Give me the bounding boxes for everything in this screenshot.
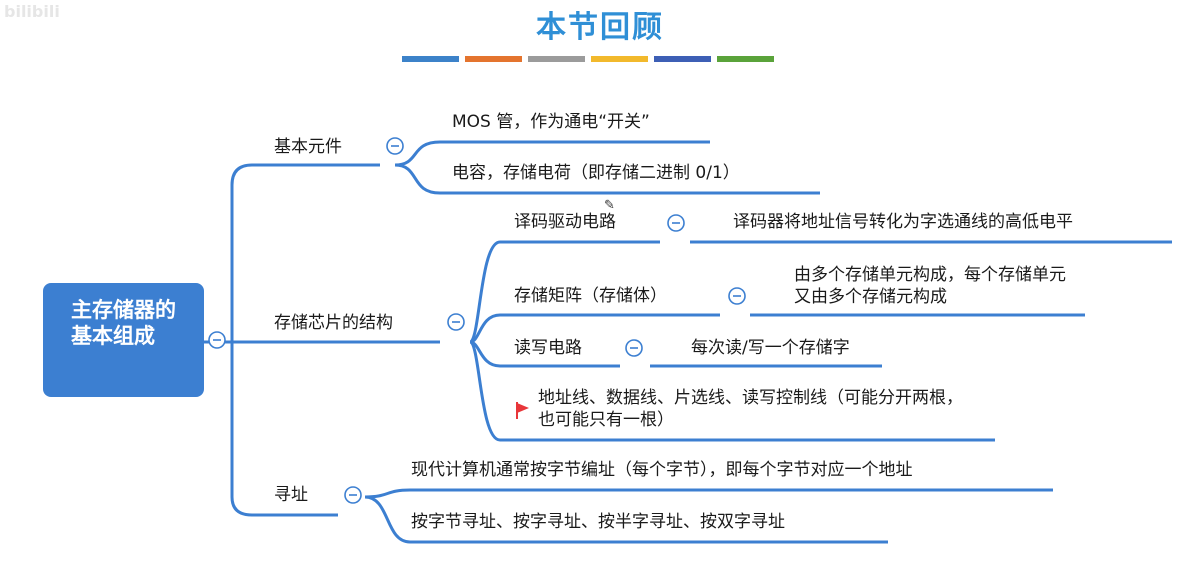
page-title: 本节回顾 bbox=[536, 10, 664, 45]
matrix-detail[interactable]: 由多个存储单元构成，每个存储单元又由多个存储元构成 bbox=[794, 265, 1066, 307]
connector bbox=[230, 163, 380, 342]
connector bbox=[364, 495, 888, 544]
stripe bbox=[654, 56, 711, 62]
structure-decoder[interactable]: 译码驱动电路 bbox=[514, 212, 616, 232]
branch-basic[interactable]: 基本元件 bbox=[274, 137, 342, 157]
connector bbox=[364, 488, 1053, 499]
stripe bbox=[402, 56, 459, 62]
watermark: bilibili bbox=[4, 2, 60, 21]
basic-item-capacitor[interactable]: 电容，存储电荷（即存储二进制 0/1） bbox=[452, 163, 740, 183]
rw-detail[interactable]: 每次读/写一个存储字 bbox=[691, 338, 850, 358]
color-stripes bbox=[402, 56, 774, 62]
connector bbox=[468, 340, 995, 442]
branch-addressing[interactable]: 寻址 bbox=[274, 485, 308, 505]
connector bbox=[468, 240, 660, 344]
connector bbox=[469, 313, 720, 344]
addressing-item-byte[interactable]: 现代计算机通常按字节编址（每个字节），即每个字节对应一个地址 bbox=[411, 460, 913, 480]
branch-structure[interactable]: 存储芯片的结构 bbox=[274, 313, 393, 333]
connector bbox=[394, 163, 820, 195]
pencil-icon: ✎ bbox=[604, 198, 615, 213]
structure-rw[interactable]: 读写电路 bbox=[514, 338, 582, 358]
structure-note[interactable]: 地址线、数据线、片选线、读写控制线（可能分开两根，也可能只有一根） bbox=[538, 388, 963, 430]
connector bbox=[394, 140, 710, 167]
connector bbox=[230, 342, 338, 517]
structure-matrix[interactable]: 存储矩阵（存储体） bbox=[514, 286, 667, 306]
basic-item-mos[interactable]: MOS 管，作为通电“开关” bbox=[452, 112, 650, 132]
stripe bbox=[528, 56, 585, 62]
root-node[interactable]: 主存储器的基本组成 bbox=[43, 283, 204, 397]
stripe bbox=[591, 56, 648, 62]
decoder-detail[interactable]: 译码器将地址信号转化为字选通线的高低电平 bbox=[733, 212, 1073, 232]
stripe bbox=[465, 56, 522, 62]
stripe bbox=[717, 56, 774, 62]
flag-icon bbox=[516, 402, 529, 419]
addressing-item-modes[interactable]: 按字节寻址、按字寻址、按半字寻址、按双字寻址 bbox=[411, 512, 785, 532]
